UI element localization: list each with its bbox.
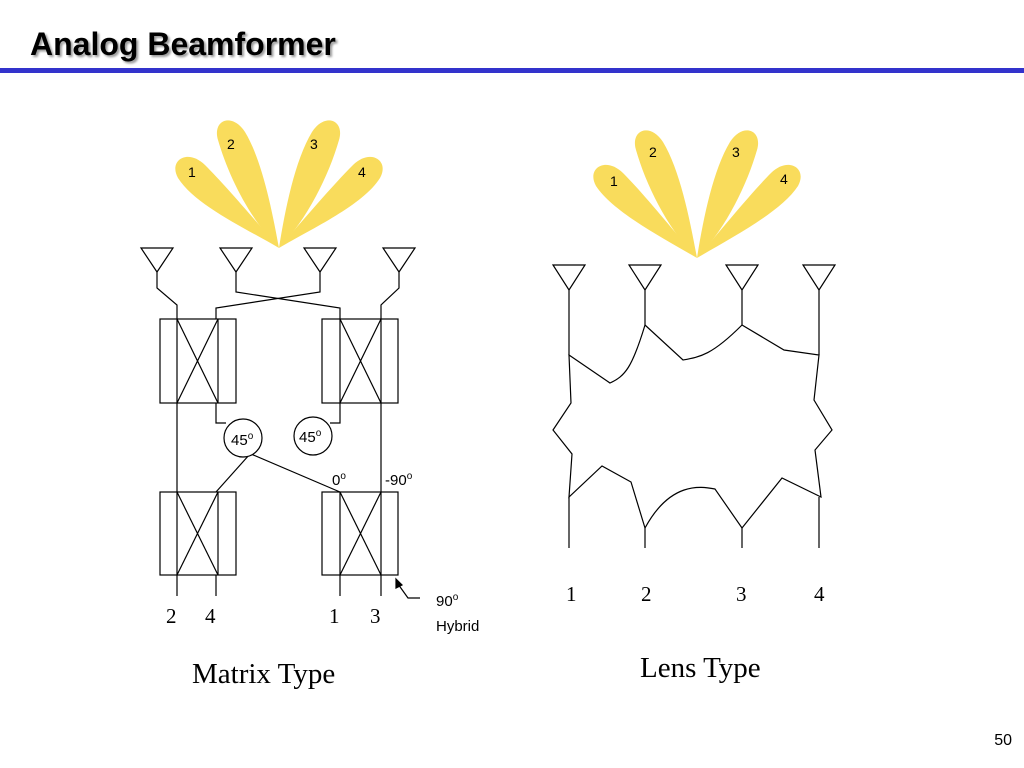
hybrid-callout-label-line2: Hybrid	[436, 618, 479, 635]
matrix-beam-lobe-1	[175, 156, 279, 248]
lens-port-label-2: 2	[641, 582, 652, 606]
matrix-antenna-2	[218, 247, 254, 274]
matrix-beam-label-1: 1	[188, 164, 196, 180]
lens-beam-label-3: 3	[732, 144, 740, 160]
matrix-beam-label-2: 2	[227, 136, 235, 152]
lens-beam-lobe-2	[634, 130, 697, 258]
phase-label-zero: 0o	[332, 471, 346, 489]
lens-beam-lobe-4	[697, 164, 801, 258]
matrix-beam-lobe-3	[279, 120, 341, 248]
lens-antenna-4	[801, 264, 837, 292]
lens-beam-lobe-3	[697, 130, 759, 258]
matrix-caption: Matrix Type	[192, 658, 335, 690]
matrix-hybrid-bottom-right	[321, 491, 399, 576]
lens-beam-lobe-1	[593, 164, 697, 258]
matrix-port-label-1: 2	[166, 604, 177, 628]
matrix-antenna-3	[302, 247, 338, 274]
phase-shifter-left-label: 45o	[231, 431, 254, 449]
phase-shifter-left	[223, 418, 263, 458]
title-underline	[0, 68, 1024, 73]
lens-antenna-1	[551, 264, 587, 292]
lens-antenna-2	[627, 264, 663, 292]
phase-shifter-right	[293, 416, 333, 456]
matrix-phase-shifters	[223, 416, 333, 458]
lens-antenna-3	[724, 264, 760, 292]
matrix-wiring	[156, 272, 400, 596]
lens-port-label-3: 3	[736, 582, 747, 606]
lens-beam-pattern	[593, 130, 801, 258]
matrix-port-label-2: 4	[205, 604, 216, 628]
lens-feed-lines	[568, 290, 820, 548]
matrix-beam-lobe-2	[216, 120, 279, 248]
slide-title: Analog Beamformer	[30, 26, 336, 62]
matrix-beam-label-3: 3	[310, 136, 318, 152]
lens-port-label-4: 4	[814, 582, 825, 606]
matrix-port-label-4: 3	[370, 604, 381, 628]
matrix-hybrid-top-right	[321, 318, 399, 404]
matrix-beamformer: 1 2 3 4	[139, 120, 479, 690]
matrix-antennas	[139, 247, 417, 274]
lens-antennas	[551, 264, 837, 292]
matrix-antenna-4	[381, 247, 417, 274]
lens-beam-label-1: 1	[610, 173, 618, 189]
hybrid-callout-arrow	[395, 577, 420, 599]
lens-beamformer: 1 2 3 4 1 2 3 4 Lens Type	[551, 130, 837, 684]
matrix-hybrid-top-left	[159, 318, 237, 404]
matrix-antenna-1	[139, 247, 175, 274]
matrix-beam-label-4: 4	[358, 164, 366, 180]
phase-shifter-right-label: 45o	[299, 428, 322, 446]
lens-beam-label-2: 2	[649, 144, 657, 160]
page-number: 50	[994, 732, 1012, 749]
lens-caption: Lens Type	[640, 652, 761, 684]
hybrid-callout-label: 90o	[436, 592, 459, 610]
phase-label-minus-90: -90o	[385, 471, 413, 489]
matrix-port-label-3: 1	[329, 604, 340, 628]
matrix-hybrid-bottom-left	[159, 491, 237, 576]
matrix-beam-pattern	[175, 120, 383, 248]
lens-body	[552, 323, 833, 530]
lens-port-label-1: 1	[566, 582, 577, 606]
matrix-beam-lobe-4	[279, 156, 383, 248]
lens-beam-label-4: 4	[780, 171, 788, 187]
